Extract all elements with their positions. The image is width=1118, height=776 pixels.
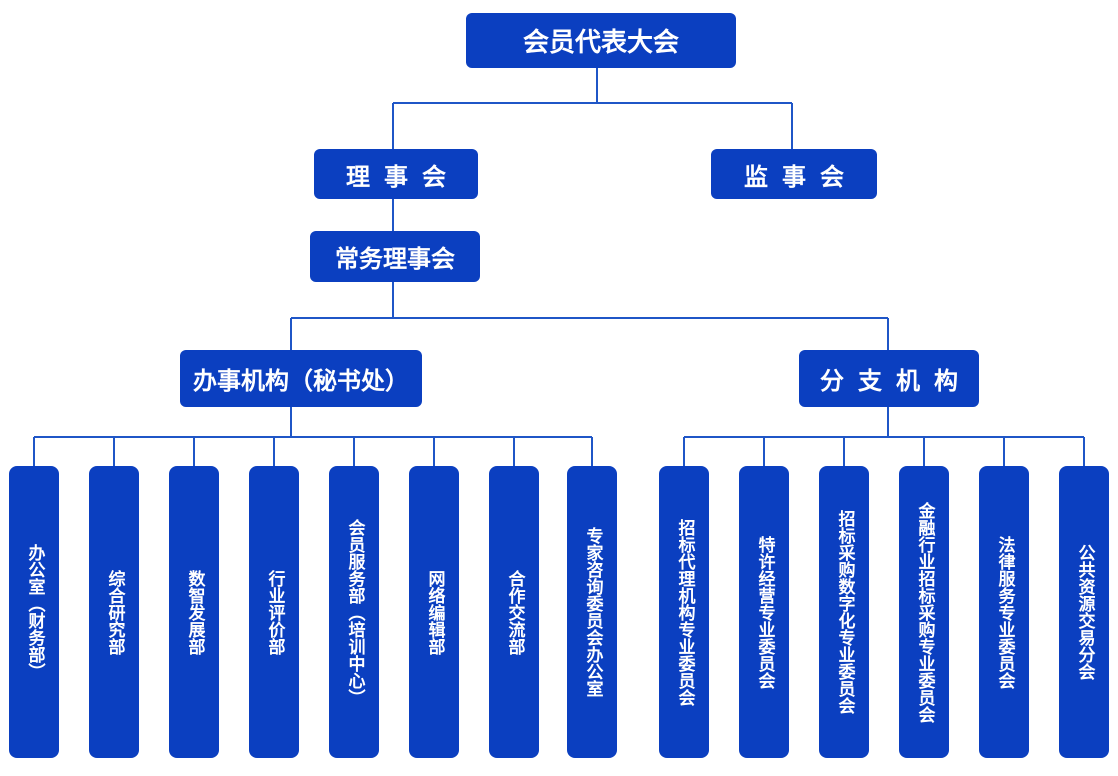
- committee-box: 法律服务专业委员会: [979, 466, 1029, 758]
- department-label: 合作交流部: [504, 569, 525, 655]
- standing-council-label: 常务理事会: [335, 245, 455, 273]
- department-box: 行业评价部: [249, 466, 299, 758]
- committee-box: 金融行业招标采购专业委员会: [899, 466, 949, 758]
- members-assembly-box: 会员代表大会: [466, 13, 736, 68]
- department-box: 合作交流部: [489, 466, 539, 758]
- committee-label: 招标代理机构专业委员会: [674, 518, 695, 706]
- department-box: 专家咨询委员会办公室: [567, 466, 617, 758]
- committee-label: 公共资源交易分会: [1074, 544, 1095, 680]
- committee-label: 金融行业招标采购专业委员会: [914, 501, 935, 723]
- department-label: 会员服务部（培训中心）: [344, 518, 365, 706]
- office-branch-box: 办事机构（秘书处）: [180, 350, 422, 407]
- supervisors-label: 监事会: [744, 162, 858, 191]
- sub-branch-box: 分支机构: [799, 350, 979, 407]
- supervisors-box: 监事会: [711, 149, 877, 199]
- department-box: 办公室（财务部）: [9, 466, 59, 758]
- committee-label: 招标采购数字化专业委员会: [834, 510, 855, 714]
- department-label: 网络编辑部: [424, 569, 445, 655]
- department-box: 综合研究部: [89, 466, 139, 758]
- committee-label: 法律服务专业委员会: [994, 535, 1015, 689]
- sub-branch-label: 分支机构: [820, 367, 972, 395]
- standing-council-box: 常务理事会: [310, 231, 480, 282]
- members-assembly-label: 会员代表大会: [522, 28, 679, 58]
- office-branch-label: 办事机构（秘书处）: [193, 367, 409, 395]
- department-box: 数智发展部: [169, 466, 219, 758]
- council-label: 理事会: [346, 162, 460, 191]
- department-box: 会员服务部（培训中心）: [329, 466, 379, 758]
- department-label: 综合研究部: [104, 569, 125, 655]
- department-box: 网络编辑部: [409, 466, 459, 758]
- committee-label: 特许经营专业委员会: [754, 535, 775, 689]
- department-label: 行业评价部: [264, 569, 285, 655]
- committee-box: 招标代理机构专业委员会: [659, 466, 709, 758]
- council-box: 理事会: [314, 149, 478, 199]
- committee-box: 特许经营专业委员会: [739, 466, 789, 758]
- department-label: 专家咨询委员会办公室: [582, 527, 603, 697]
- committee-box: 公共资源交易分会: [1059, 466, 1109, 758]
- department-label: 办公室（财务部）: [24, 544, 45, 680]
- committee-box: 招标采购数字化专业委员会: [819, 466, 869, 758]
- department-label: 数智发展部: [184, 569, 205, 655]
